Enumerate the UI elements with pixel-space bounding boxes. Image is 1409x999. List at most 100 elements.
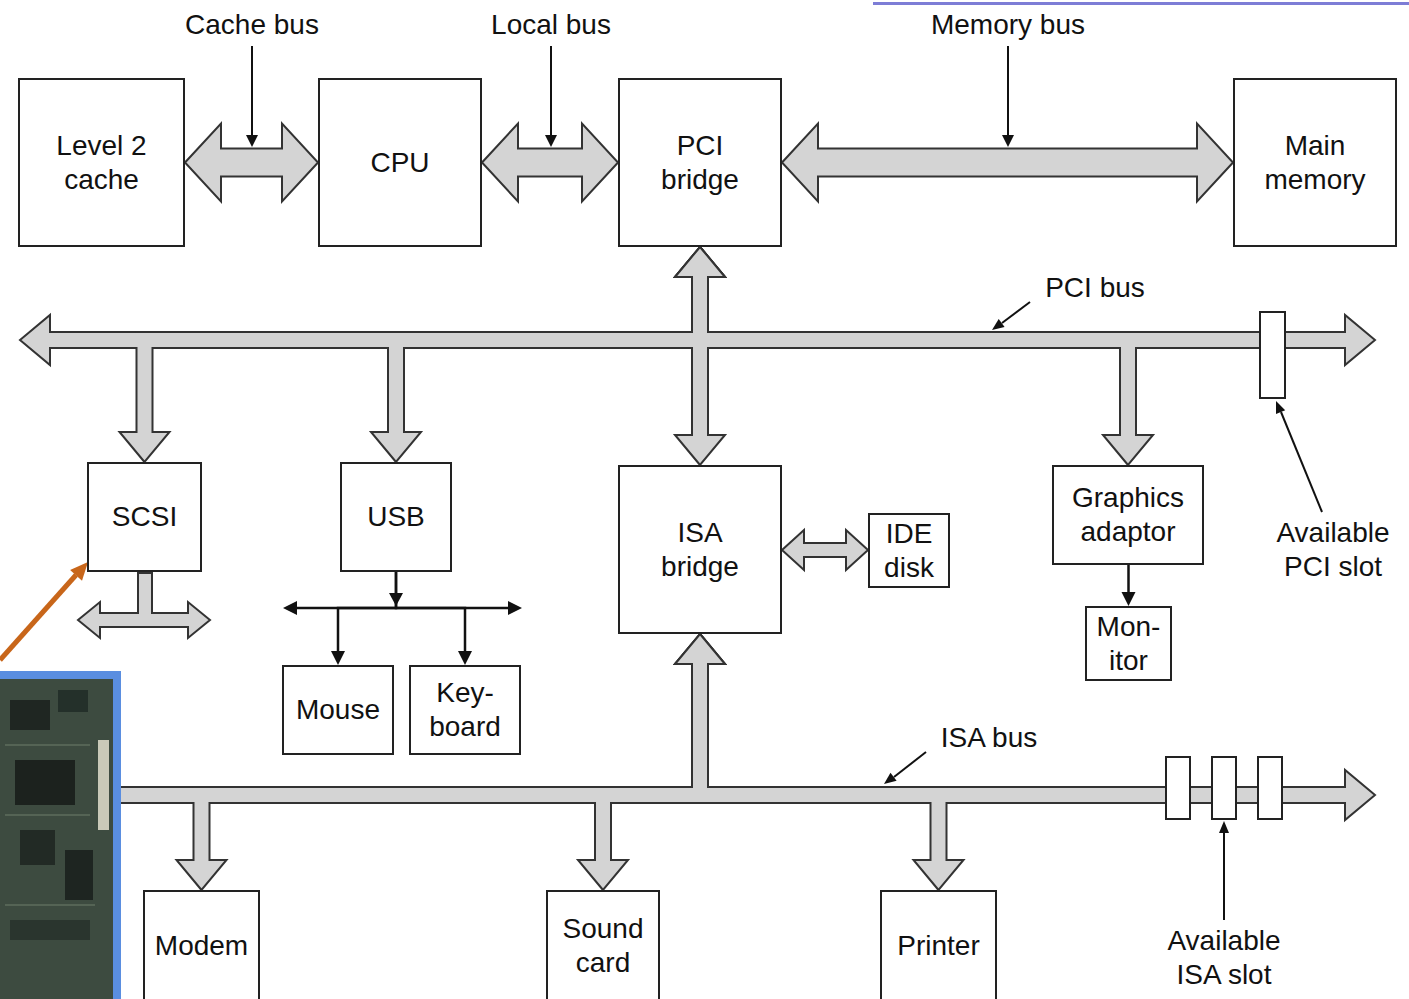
connector-outline bbox=[700, 664, 939, 860]
chip bbox=[10, 920, 90, 940]
bus-arrowhead bbox=[20, 315, 50, 365]
bus-arrowhead bbox=[1345, 770, 1375, 820]
connector-arrowhead bbox=[846, 530, 868, 570]
leader-line bbox=[1002, 302, 1030, 323]
leader-line bbox=[550, 46, 552, 136]
connector-arrowhead bbox=[1103, 435, 1153, 465]
connector-arrowhead bbox=[782, 530, 804, 570]
monitor-box: Mon- itor bbox=[1085, 606, 1172, 681]
connector-arrowhead bbox=[282, 124, 318, 202]
usb-arrowhead bbox=[508, 601, 522, 615]
connector-arrowhead bbox=[331, 651, 345, 665]
chip bbox=[15, 760, 75, 805]
connector-arrowhead bbox=[371, 432, 421, 462]
box-label: Level 2 cache bbox=[37, 129, 167, 196]
connector-outlines bbox=[145, 163, 1198, 861]
board-trace bbox=[5, 815, 90, 816]
box-label: Key- board bbox=[418, 676, 513, 743]
scsi-bus-fill bbox=[98, 614, 190, 626]
leader-line bbox=[1281, 412, 1322, 512]
board-trace bbox=[5, 905, 95, 906]
device-box: Key- board bbox=[409, 665, 521, 755]
box-label: CPU bbox=[370, 146, 429, 180]
connector-arrowhead bbox=[177, 860, 227, 890]
leader-line bbox=[1223, 832, 1225, 920]
bridge-box: ISA bridge bbox=[618, 465, 782, 634]
controller-box: USB bbox=[340, 462, 452, 572]
adaptor-box: Graphics adaptor bbox=[1052, 465, 1204, 565]
scsi-stem-outline bbox=[137, 572, 153, 620]
connector-arrowhead bbox=[675, 435, 725, 465]
bus-connector bbox=[516, 150, 584, 176]
scsi-stem-fill bbox=[139, 574, 151, 620]
callout-arrow bbox=[0, 575, 76, 660]
connector-arrowhead bbox=[675, 634, 725, 664]
bus-connector bbox=[700, 662, 939, 862]
chip bbox=[58, 690, 88, 712]
edge-connector bbox=[98, 740, 109, 830]
leader-arrowhead bbox=[992, 319, 1005, 330]
connector-outline bbox=[603, 664, 700, 860]
bus-name: ISA bus bbox=[919, 721, 1059, 755]
callout-arrowhead bbox=[70, 562, 88, 581]
bus-name: Cache bus bbox=[152, 8, 352, 42]
device-box: Modem bbox=[143, 890, 260, 999]
bus-arrowhead bbox=[1345, 315, 1375, 365]
isa-slot bbox=[1258, 757, 1282, 819]
box-label: PCI bridge bbox=[645, 129, 755, 196]
bus-connector bbox=[219, 150, 284, 176]
leader-arrowhead bbox=[545, 135, 557, 147]
connector-arrowhead bbox=[675, 634, 725, 664]
connector-outline bbox=[396, 277, 700, 432]
signal-line bbox=[396, 572, 465, 653]
bus-connector bbox=[802, 544, 848, 556]
box-label: Graphics adaptor bbox=[1058, 481, 1198, 548]
box-label: Sound card bbox=[553, 912, 653, 979]
box-label: Main memory bbox=[1255, 129, 1375, 196]
device-box: Sound card bbox=[546, 890, 660, 999]
cache-box: Level 2 cache bbox=[18, 78, 185, 247]
usb-line bbox=[290, 607, 515, 610]
connector-arrowhead bbox=[914, 860, 964, 890]
bus-connector bbox=[202, 662, 701, 862]
device-box: Mouse bbox=[282, 665, 394, 755]
connector-arrowhead bbox=[578, 860, 628, 890]
slot-note: Available PCI slot bbox=[1263, 516, 1403, 583]
connector-arrowhead bbox=[582, 124, 618, 202]
signal-line bbox=[338, 572, 396, 653]
chip bbox=[10, 700, 50, 730]
usb-arrowhead bbox=[389, 593, 403, 606]
connector-arrowhead bbox=[675, 247, 725, 277]
bus-connector bbox=[603, 662, 700, 862]
connector-outline bbox=[202, 664, 701, 860]
bus-name: Local bus bbox=[451, 8, 651, 42]
isa-slot bbox=[1212, 757, 1236, 819]
box-label: USB bbox=[367, 500, 425, 534]
slide-border bbox=[873, 2, 1409, 5]
leader-line bbox=[894, 752, 926, 777]
disk-box: IDE disk bbox=[868, 513, 950, 588]
connector-arrowhead bbox=[675, 247, 725, 277]
leader-line bbox=[1007, 46, 1009, 136]
connector-arrowhead bbox=[675, 247, 725, 277]
slot-note: Available ISA slot bbox=[1154, 924, 1294, 991]
chip bbox=[65, 850, 93, 900]
bus-connector bbox=[145, 275, 701, 434]
bus-name: Memory bus bbox=[908, 8, 1108, 42]
leader-line bbox=[251, 46, 253, 136]
pci-slot bbox=[1260, 312, 1285, 398]
box-label: IDE disk bbox=[874, 517, 944, 584]
photo-frame bbox=[0, 671, 121, 999]
box-label: Printer bbox=[897, 929, 979, 963]
connector-arrowhead bbox=[120, 432, 170, 462]
usb-arrowhead bbox=[283, 601, 297, 615]
box-label: SCSI bbox=[112, 500, 177, 534]
connector-fills bbox=[145, 163, 1200, 863]
bus-connector bbox=[816, 150, 1199, 176]
bus-name: PCI bus bbox=[1015, 271, 1175, 305]
box-label: Mouse bbox=[296, 693, 380, 727]
chip bbox=[20, 830, 55, 865]
circuit-board bbox=[0, 679, 113, 999]
